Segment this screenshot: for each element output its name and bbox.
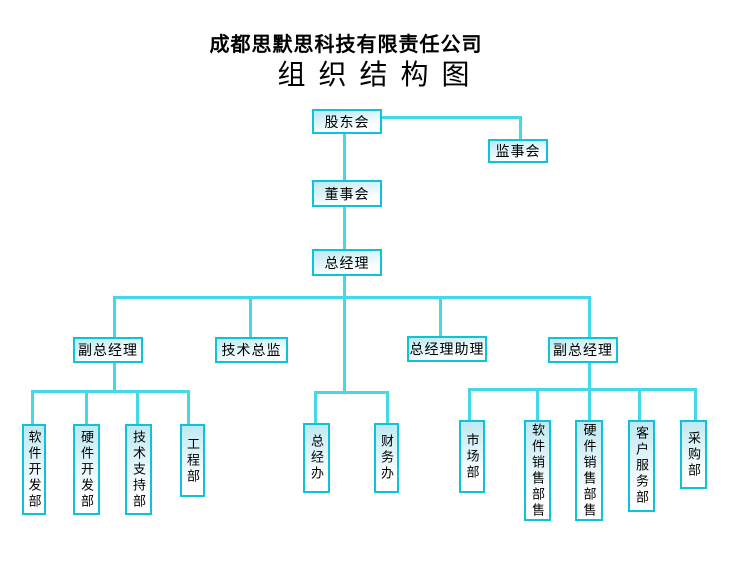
node-tech-director: 技术总监 xyxy=(215,337,288,363)
node-label: 技术支持部 xyxy=(131,429,146,510)
node-label: 工程部 xyxy=(185,436,200,485)
node-label: 董事会 xyxy=(324,185,370,202)
connector-line xyxy=(468,388,471,421)
company-title: 成都思默思科技有限责任公司 xyxy=(209,34,483,56)
node-label: 采购部 xyxy=(686,430,701,479)
node-deputy-gm-left: 副总经理 xyxy=(73,337,143,363)
connector-line xyxy=(588,388,591,421)
connector-line xyxy=(113,362,116,393)
node-label: 技术总监 xyxy=(221,342,282,358)
node-software-dev-dept: 软件开发部 xyxy=(22,424,46,515)
node-customer-service-dept: 客户服务部 xyxy=(628,420,655,512)
node-label: 客户服务部 xyxy=(634,426,649,506)
connector-line xyxy=(343,206,346,250)
connector-line xyxy=(85,390,88,425)
node-hardware-dev-dept: 硬件开发部 xyxy=(73,424,100,515)
node-gm-office: 总经办 xyxy=(303,423,330,493)
connector-line xyxy=(113,296,591,299)
connector-line xyxy=(386,391,389,424)
node-label: 总经办 xyxy=(309,434,324,482)
node-purchasing-dept: 采购部 xyxy=(680,420,707,489)
connector-line xyxy=(519,116,522,140)
node-label: 硬件开发部 xyxy=(79,429,94,510)
node-marketing-dept: 市场部 xyxy=(459,420,485,493)
connector-line xyxy=(588,362,591,391)
node-engineering-dept: 工程部 xyxy=(180,424,205,497)
connector-line xyxy=(588,296,591,338)
node-shareholders-meeting: 股东会 xyxy=(312,109,382,134)
chart-title: 组织结构图 xyxy=(277,59,483,90)
connector-line xyxy=(638,388,641,421)
connector-line xyxy=(536,388,539,421)
connector-line xyxy=(343,133,346,180)
node-board-of-directors: 董事会 xyxy=(312,180,382,207)
node-label: 市场部 xyxy=(464,432,480,481)
node-label: 股东会 xyxy=(324,113,370,130)
connector-line xyxy=(31,390,190,393)
connector-line xyxy=(249,296,252,338)
node-supervisory-board: 监事会 xyxy=(488,139,548,163)
connector-line xyxy=(694,388,697,421)
node-label: 软件销售部售 xyxy=(530,422,545,519)
node-label: 硬件销售部售 xyxy=(581,422,597,519)
node-label: 财务办 xyxy=(379,434,394,482)
node-label: 监事会 xyxy=(495,143,541,159)
node-tech-support-dept: 技术支持部 xyxy=(125,424,152,515)
node-label: 副总经理 xyxy=(553,342,613,358)
connector-line xyxy=(314,391,389,394)
connector-line xyxy=(382,116,522,119)
node-deputy-gm-right: 副总经理 xyxy=(548,337,618,363)
connector-line xyxy=(136,390,139,425)
connector-line xyxy=(439,296,442,337)
node-finance-office: 财务办 xyxy=(374,423,399,493)
node-gm-assistant: 总经理助理 xyxy=(407,336,487,362)
connector-line xyxy=(187,390,190,425)
connector-line xyxy=(113,296,116,338)
connector-line xyxy=(343,275,346,393)
connector-line xyxy=(31,390,34,425)
node-label: 副总经理 xyxy=(78,342,138,358)
node-software-sales-dept: 软件销售部售 xyxy=(524,420,551,521)
node-hardware-sales-dept: 硬件销售部售 xyxy=(575,420,603,521)
connector-line xyxy=(468,388,697,391)
connector-line xyxy=(314,391,317,424)
node-label: 总经理助理 xyxy=(409,341,485,357)
node-label: 软件开发部 xyxy=(26,429,42,510)
node-label: 总经理 xyxy=(324,254,370,271)
node-general-manager: 总经理 xyxy=(312,249,382,276)
